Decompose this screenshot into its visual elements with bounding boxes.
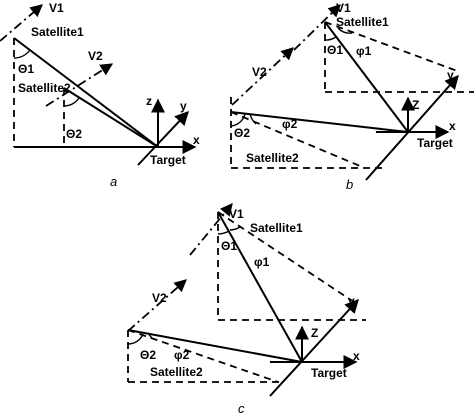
panel-b-theta2-arc — [230, 113, 246, 127]
panel-c-phi1-arc — [229, 226, 241, 231]
panel-a-theta1-label: Θ1 — [18, 62, 34, 76]
panel-b-v2-label: V2 — [252, 65, 267, 79]
panel-c-v2-arrow — [127, 279, 187, 332]
panel-b-theta2-label: Θ2 — [234, 126, 250, 140]
panel-c-sightline-sat1 — [217, 211, 303, 363]
panel-c-sightline-sat2 — [127, 329, 303, 363]
panel-a-satellite2-label: Satellite2 — [18, 81, 71, 95]
panel-c-sat1-projection — [217, 211, 355, 303]
panel-c-theta1-label: Θ1 — [221, 239, 237, 253]
panel-c-phi2-arc — [147, 332, 153, 339]
panel-c-theta2-arc — [127, 333, 144, 345]
panel-a-caption: a — [110, 174, 117, 189]
panel-c-caption: c — [238, 401, 245, 416]
panel-c-theta1-arc — [217, 230, 230, 235]
panel-c-phi1-label: φ1 — [254, 255, 270, 269]
panel-b-sightline-sat1 — [324, 21, 409, 133]
panel-a-target-label: Target — [150, 153, 186, 167]
panel-b-satellite1-label: Satellite1 — [336, 15, 389, 29]
panel-b-theta1-label: Θ1 — [327, 43, 343, 57]
panel-b-z-label: Z — [412, 98, 419, 112]
panel-b-x-label: x — [449, 119, 456, 133]
panel-b-phi2-label: φ2 — [282, 117, 298, 131]
panel-b-sat1-projection — [324, 21, 461, 73]
panel-b-v1-arrow — [293, 4, 341, 51]
panel-a-theta2-arc — [63, 97, 80, 107]
panel-c-sat2-projection — [127, 329, 279, 383]
panel-b-phi1-arc — [337, 27, 353, 34]
panel-a-v1-arrow — [0, 4, 43, 42]
panel-b-phi1-label: φ1 — [356, 44, 372, 58]
panel-a-theta2-label: Θ2 — [66, 127, 82, 141]
panel-c-v1-arrow — [189, 203, 233, 256]
panel-b-y-axis — [365, 74, 459, 181]
panel-c-satellite2-label: Satellite2 — [150, 365, 203, 379]
panel-b: V1 Satellite1 V2 Θ1 φ1 Θ2 φ2 Satellite2 … — [230, 1, 474, 192]
panel-b-target-label: Target — [417, 136, 453, 150]
panel-a-v1-label: V1 — [49, 1, 64, 15]
panel-c-v2-label: V2 — [152, 291, 167, 305]
panel-a-v2-arrow — [45, 63, 114, 107]
panel-b-phi2-arc — [249, 113, 257, 125]
panel-a-v2-label: V2 — [88, 49, 103, 63]
panel-b-v1-label: V1 — [336, 1, 351, 15]
panel-a-y-label: y — [180, 99, 187, 113]
panel-a-satellite1-label: Satellite1 — [31, 25, 84, 39]
panel-b-satellite2-label: Satellite2 — [246, 151, 299, 165]
panel-c-satellite1-label: Satellite1 — [250, 221, 303, 235]
panel-c: V1 Satellite1 V2 Θ1 φ1 Θ2 φ2 Satellite2 … — [127, 203, 366, 416]
panel-c-theta2-label: Θ2 — [140, 348, 156, 362]
panel-a-z-label: z — [146, 94, 152, 108]
panel-c-z-label: Z — [311, 326, 318, 340]
panel-a-y-axis — [137, 110, 189, 166]
panel-a: V1 Satellite1 V2 Satellite2 Θ1 Θ2 z y x … — [0, 1, 200, 189]
panel-c-v1-label: V1 — [229, 207, 244, 221]
panel-c-phi2-label: φ2 — [174, 348, 190, 362]
panel-c-x-label: x — [353, 349, 360, 363]
panel-b-y-label: y — [447, 68, 454, 82]
panel-c-y-axis — [269, 298, 359, 397]
panel-a-theta1-arc — [13, 49, 31, 59]
panel-c-target-label: Target — [311, 366, 347, 380]
panel-b-v2-arrow — [231, 47, 294, 106]
panel-a-sightline-sat2 — [63, 87, 159, 148]
panel-b-theta1-arc — [324, 36, 337, 41]
panel-a-sightline-sat1 — [13, 37, 159, 148]
panel-b-sightline-sat2 — [230, 111, 409, 133]
panel-c-y-label: y — [348, 294, 355, 308]
panel-a-x-label: x — [193, 133, 200, 147]
panel-b-caption: b — [346, 177, 353, 192]
